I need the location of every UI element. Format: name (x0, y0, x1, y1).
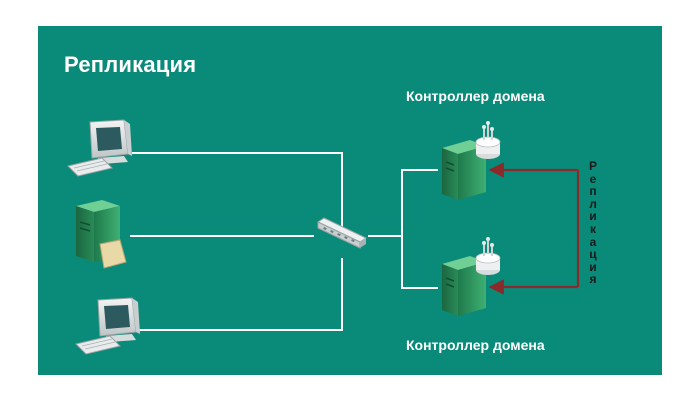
diagram-panel (38, 26, 662, 375)
server-with-document-icon (76, 200, 127, 269)
computer-icon (75, 297, 140, 355)
link-bus-dc-top (401, 169, 438, 289)
domain-controller-label-bottom: Контроллер домена (406, 337, 545, 353)
domain-controller-server-icon (442, 237, 501, 316)
link-bottom-workstation (132, 258, 343, 331)
link-top-workstation (132, 152, 343, 230)
domain-controller-server-icon (442, 121, 501, 200)
connection-lines (130, 152, 438, 331)
network-switch-icon (316, 217, 368, 249)
diagram-title: Репликация (64, 52, 197, 77)
replication-arrows (488, 162, 580, 295)
computer-icon (67, 119, 132, 177)
domain-controller-label-top: Контроллер домена (406, 88, 545, 104)
